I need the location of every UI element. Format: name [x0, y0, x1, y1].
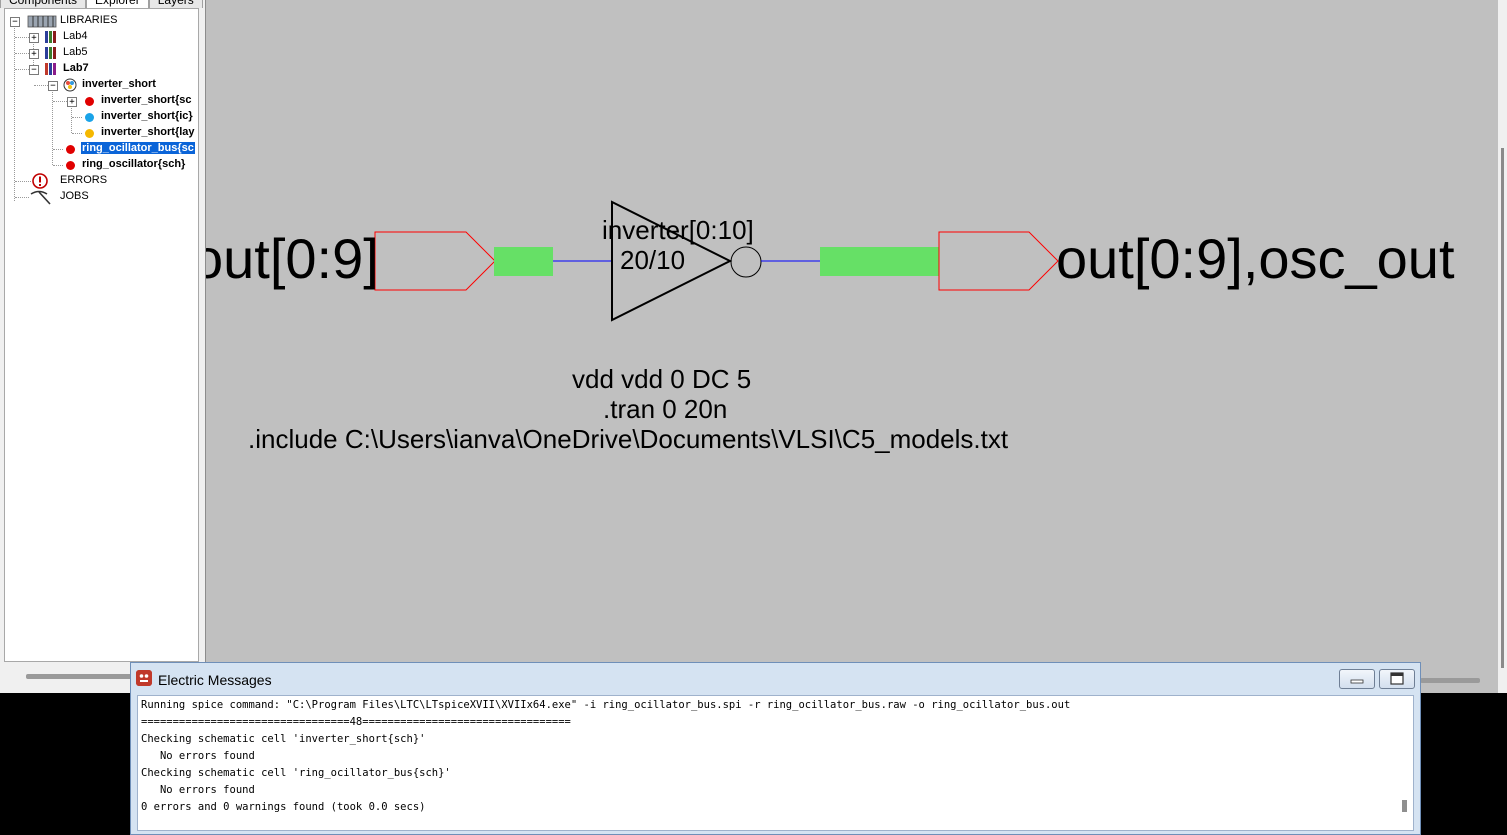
left-bus-arc[interactable]: [494, 247, 553, 276]
messages-scroll-thumb[interactable]: [1402, 800, 1407, 812]
cell-group-icon: [63, 78, 77, 92]
tree-item-lab4[interactable]: Lab4: [63, 30, 88, 42]
instance-size-label: 20/10: [620, 245, 686, 275]
tree-label-libraries[interactable]: LIBRARIES: [60, 14, 118, 26]
message-line: Running spice command: "C:\Program Files…: [141, 699, 1071, 711]
spice-line-include: .include C:\Users\ianva\OneDrive\Documen…: [248, 424, 1009, 454]
tree-line: [53, 101, 67, 102]
canvas-vertical-scroll-thumb[interactable]: [1501, 148, 1504, 668]
message-line: No errors found: [141, 750, 255, 762]
expander-inverter-short[interactable]: −: [48, 81, 58, 91]
tree-item-ring-oscillator[interactable]: ring_oscillator{sch}: [82, 158, 186, 170]
messages-text-area[interactable]: Running spice command: "C:\Program Files…: [137, 695, 1414, 831]
tree-line: [52, 85, 53, 165]
instance-name-label: inverter[0:10]: [602, 215, 754, 245]
schematic-view-icon: [66, 161, 75, 170]
messages-window: Electric Messages Running spice command:…: [130, 662, 1421, 835]
tree-line: [71, 101, 72, 133]
tree-item-lab7[interactable]: Lab7: [63, 62, 89, 74]
library-icon: [45, 47, 56, 59]
messages-title: Electric Messages: [158, 672, 272, 688]
schematic-view-icon: [66, 145, 75, 154]
tree-line: [15, 37, 29, 38]
right-export-shape[interactable]: [938, 231, 1059, 291]
tree-item-jobs[interactable]: JOBS: [60, 190, 89, 202]
minimize-button[interactable]: [1339, 669, 1375, 689]
spice-line-tran: .tran 0 20n: [603, 394, 728, 424]
inverter-bubble: [730, 246, 762, 278]
message-line: Checking schematic cell 'ring_ocillator_…: [141, 767, 451, 779]
maximize-button[interactable]: [1379, 669, 1415, 689]
library-icon: [45, 31, 56, 43]
tab-layers[interactable]: Layers: [148, 0, 203, 8]
left-export-shape[interactable]: [374, 231, 496, 291]
explorer-tree[interactable]: − LIBRARIES + Lab4 + Lab5: [4, 8, 199, 662]
tab-components[interactable]: Components: [0, 0, 87, 8]
tree-item-view-sch[interactable]: inverter_short{sc: [101, 94, 192, 106]
library-open-icon: [45, 63, 56, 75]
message-line: No errors found: [141, 784, 255, 796]
explorer-panel: Components Explorer Layers − LIBRARIES +: [0, 0, 204, 688]
tree-line: [14, 25, 15, 201]
message-line: Checking schematic cell 'inverter_short{…: [141, 733, 426, 745]
right-export-label: out[0:9],osc_out: [1056, 227, 1455, 290]
jobs-pickaxe-icon: [30, 190, 51, 205]
schematic-drawing: [374, 200, 1059, 322]
tab-explorer[interactable]: Explorer: [86, 0, 149, 8]
expander-lab5[interactable]: +: [29, 49, 39, 59]
tree-line: [15, 69, 29, 70]
tree-line: [53, 165, 63, 166]
expander-lab7[interactable]: −: [29, 65, 39, 75]
messages-titlebar[interactable]: Electric Messages: [131, 663, 1420, 695]
app-frame: Components Explorer Layers − LIBRARIES +: [0, 0, 1507, 693]
right-bus-arc[interactable]: [820, 247, 939, 276]
left-export-label: out[0:9]: [205, 227, 379, 290]
tree-item-inverter-short[interactable]: inverter_short: [82, 78, 156, 90]
tree-item-errors[interactable]: ERRORS: [60, 174, 108, 186]
libraries-icon: [27, 15, 57, 28]
tree-line: [53, 149, 63, 150]
icon-view-icon: [85, 113, 94, 122]
tree-line: [15, 53, 29, 54]
tree-item-view-ic[interactable]: inverter_short{ic}: [101, 110, 193, 122]
tree-line: [72, 133, 82, 134]
tree-item-lab5[interactable]: Lab5: [63, 46, 88, 58]
tree-line: [15, 181, 31, 182]
schematic-view-icon: [85, 97, 94, 106]
tree-line: [72, 117, 82, 118]
panel-horizontal-scrollbar[interactable]: [26, 674, 166, 679]
inverter-symbol[interactable]: [611, 200, 733, 322]
tree-item-ring-ocillator-bus[interactable]: ring_ocillator_bus{sc: [81, 142, 195, 154]
tree-line: [15, 197, 29, 198]
message-line: 0 errors and 0 warnings found (took 0.0 …: [141, 801, 426, 813]
canvas-horizontal-scroll-thumb[interactable]: [1420, 678, 1480, 683]
maximize-icon: [1390, 672, 1404, 685]
layout-view-icon: [85, 129, 94, 138]
expander-libraries[interactable]: −: [10, 17, 20, 27]
panel-tabs: Components Explorer Layers: [0, 0, 203, 8]
message-line: =================================48=====…: [141, 716, 571, 728]
canvas-vertical-scrollbar[interactable]: [1498, 0, 1507, 693]
electric-app-icon: [136, 670, 152, 686]
tree-item-view-lay[interactable]: inverter_short{lay: [101, 126, 195, 138]
expander-lab4[interactable]: +: [29, 33, 39, 43]
errors-icon: [32, 173, 48, 189]
expander-view-sch[interactable]: +: [67, 97, 77, 107]
spice-line-vdd: vdd vdd 0 DC 5: [572, 364, 752, 394]
schematic-canvas[interactable]: out[0:9] inverter[0:10] 20/10 out[0:9],o…: [205, 0, 1499, 693]
tree-line: [34, 85, 48, 86]
minimize-icon: [1350, 679, 1364, 684]
